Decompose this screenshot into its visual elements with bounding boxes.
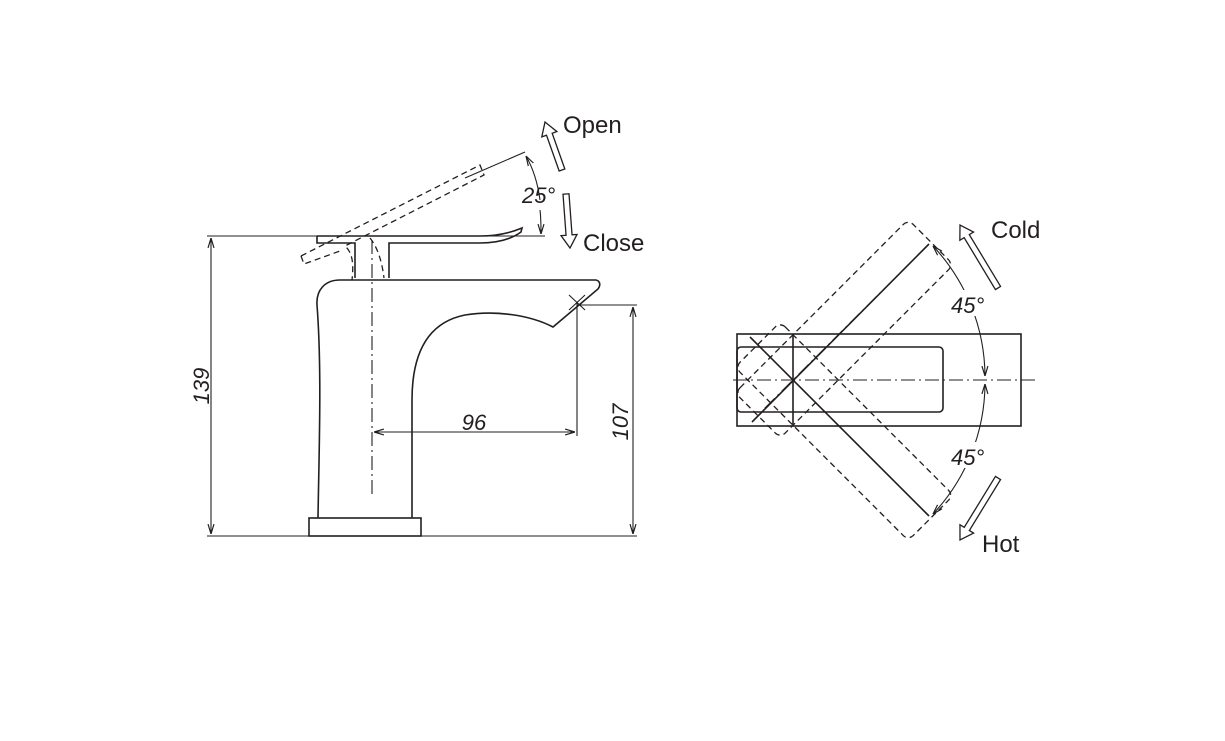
dim-139: 139: [189, 368, 214, 405]
top-view: 45° 45° Cold Hot: [733, 217, 1040, 558]
lever-hot-position: [737, 324, 952, 539]
side-view: 139 25° 96 107 Open Close: [189, 112, 644, 537]
base-plate: [308, 517, 422, 537]
label-hot: Hot: [982, 531, 1020, 558]
close-arrow-icon: [559, 193, 579, 250]
lever-stem: [316, 236, 356, 278]
dim-96: 96: [462, 410, 487, 435]
label-close: Close: [583, 230, 644, 257]
lever-open-dashed-end: [300, 250, 341, 265]
angle-cold-label: 45°: [951, 293, 984, 318]
lever-open-dashed: [300, 164, 485, 281]
angle-hot-label: 45°: [951, 445, 984, 470]
angle-arc-upper: [526, 156, 541, 201]
open-arrow-icon: [540, 120, 566, 172]
angle-arc-lower: [540, 209, 541, 234]
hot-arrow-icon: [959, 475, 1002, 542]
spout-outlet-mark: [568, 294, 586, 311]
dim-107: 107: [608, 403, 633, 440]
dim-25-deg: 25°: [521, 183, 555, 208]
cold-arrow-icon: [959, 223, 1002, 291]
label-cold: Cold: [991, 217, 1040, 244]
lever-closed: [317, 226, 524, 278]
lever-cold-position: [737, 221, 952, 436]
angle-extension-line: [464, 151, 526, 179]
label-open: Open: [563, 112, 622, 139]
lever-open-dashed-stem: [369, 237, 385, 279]
faucet-body: [316, 279, 601, 519]
